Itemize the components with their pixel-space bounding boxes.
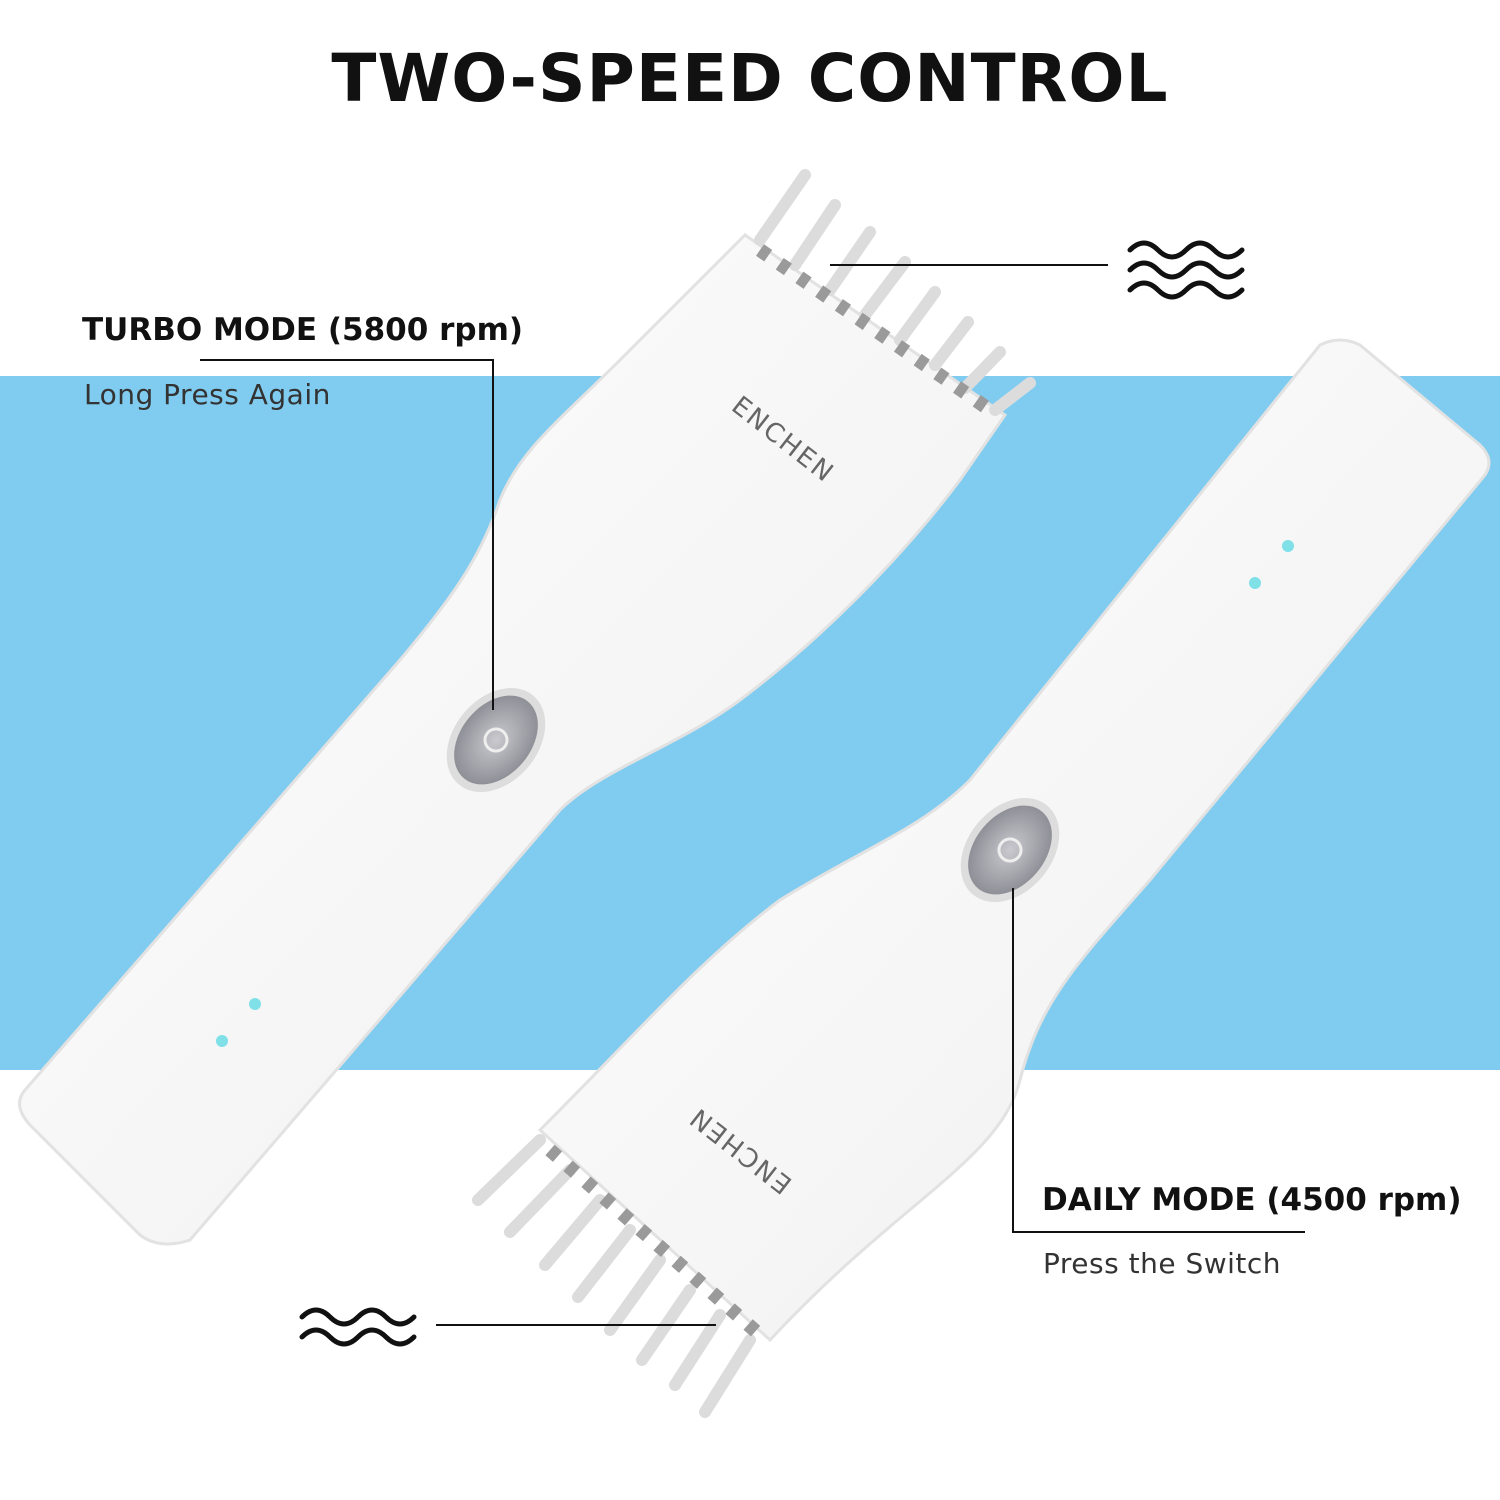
power-button-daily[interactable] — [941, 779, 1080, 922]
turbo-mode-instruction: Long Press Again — [84, 378, 331, 411]
comb-teeth — [472, 1134, 756, 1418]
power-button-turbo[interactable] — [427, 669, 566, 812]
led-indicator — [216, 1035, 228, 1047]
page-title: TWO-SPEED CONTROL — [331, 40, 1169, 117]
comb-teeth — [754, 169, 1036, 416]
wave-icon-turbo — [1127, 240, 1245, 300]
daily-mode-instruction: Press the Switch — [1043, 1247, 1282, 1280]
leader-lines — [200, 264, 1305, 1326]
turbo-clipper — [18, 169, 1036, 1246]
daily-mode-label: DAILY MODE (4500 rpm) — [1042, 1182, 1462, 1218]
wave-icon-daily — [299, 1307, 417, 1347]
power-icon — [997, 837, 1023, 863]
led-indicator — [1249, 577, 1261, 589]
turbo-mode-label: TURBO MODE (5800 rpm) — [82, 312, 524, 348]
led-indicator — [1282, 540, 1294, 552]
power-icon — [483, 727, 509, 753]
daily-clipper — [472, 338, 1491, 1418]
led-indicator — [249, 998, 261, 1010]
